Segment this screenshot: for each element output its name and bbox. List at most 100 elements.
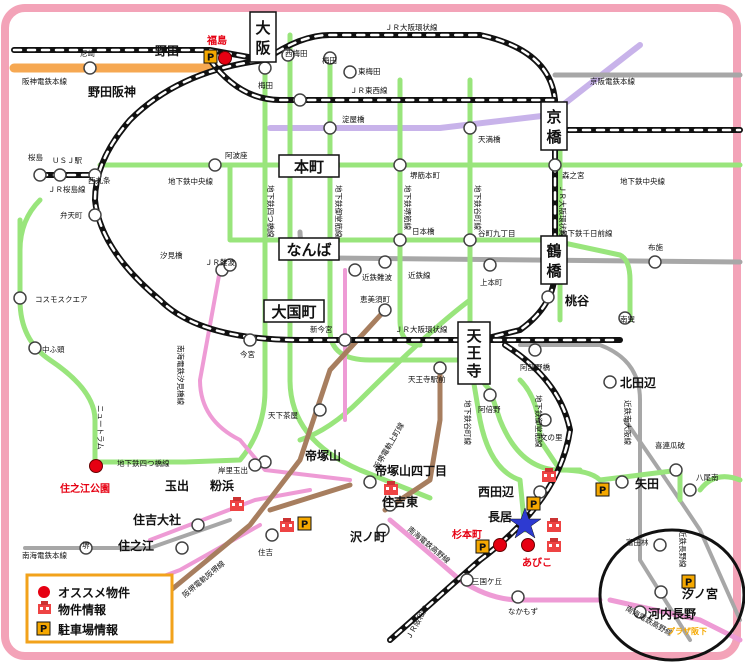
station-bentencho[interactable]: 弁天町: [60, 208, 102, 222]
station-awaza[interactable]: 阿波座: [208, 150, 248, 172]
station-nishitanabe[interactable]: [533, 485, 547, 499]
property-nagai-icon[interactable]: [547, 518, 561, 532]
station-sawanocho[interactable]: [376, 523, 390, 537]
station-tengachaya[interactable]: 天下茶屋: [268, 403, 327, 420]
svg-text:矢田: 矢田: [635, 476, 659, 491]
station-jr-namba[interactable]: ＪＲ難波: [205, 257, 237, 272]
station-yodoyabashi[interactable]: 淀屋橋: [323, 114, 365, 135]
svg-text:長居: 長居: [488, 509, 512, 524]
parking-sumiyoshi-icon[interactable]: P: [297, 516, 312, 531]
station-label: 弁天町: [60, 210, 83, 220]
key-labels: 福島 野田 野田阪神 京橋 桃谷 北田辺 矢田 帝塚山 帝塚山四丁目 西田辺 玉…: [60, 34, 718, 636]
station-shionomiya[interactable]: [654, 585, 668, 599]
station-temmabashi[interactable]: 天満橋: [463, 121, 501, 144]
station-nakafuto[interactable]: 中ふ頭: [28, 341, 65, 355]
label-nankai-main: 南海電鉄本線: [22, 550, 67, 560]
recommended-sugimotocho-dot[interactable]: [493, 538, 507, 552]
recommended-fukushima-dot[interactable]: [218, 51, 232, 65]
station-nishiumeda[interactable]: 西梅田: [281, 48, 308, 62]
property-abiko-icon[interactable]: [547, 538, 561, 552]
hub-daikokucho[interactable]: 大国町: [263, 299, 325, 323]
svg-text:住吉大社: 住吉大社: [133, 512, 181, 527]
station-yao-minami[interactable]: 八尾南: [683, 472, 719, 497]
station-fuminosato[interactable]: 文の里: [538, 413, 563, 442]
hub-tsuruhashi[interactable]: 鶴 橋: [540, 235, 568, 285]
station-tanimachi9[interactable]: 谷町九丁目: [463, 229, 516, 247]
label-jr-keihan: ＪＲ大阪環状線: [558, 185, 568, 238]
station-kishinosatotamade[interactable]: 岸里玉出: [218, 458, 262, 475]
svg-text:住之江公園: 住之江公園: [60, 482, 110, 495]
station-nipponbashi[interactable]: 日本橋: [393, 226, 435, 247]
label-kintetsu-minami: 近鉄南大阪線: [623, 400, 633, 445]
station-momodani[interactable]: [541, 290, 555, 304]
station-yata[interactable]: [615, 475, 629, 489]
hub-kyobashi[interactable]: 京 橋: [540, 101, 568, 151]
station-sukemasu[interactable]: 南巽: [618, 311, 635, 325]
station-kireuriwari[interactable]: 喜連瓜破: [655, 440, 685, 477]
parking-kawachinagano-icon[interactable]: P: [681, 574, 696, 589]
parking-nishitanabe-icon[interactable]: P: [526, 496, 541, 511]
station-ebisucho[interactable]: 恵美須町: [360, 294, 392, 317]
station-kitatanabe[interactable]: [603, 375, 617, 389]
station-higashiumeda[interactable]: 東梅田: [343, 65, 381, 79]
legend-item-0: オススメ物件: [58, 585, 130, 600]
property-tezukayama4-icon[interactable]: [384, 481, 398, 495]
station-label: なかもず: [508, 606, 538, 616]
station-amagasaki[interactable]: 尼崎: [80, 48, 97, 75]
property-kohama-icon[interactable]: [230, 497, 244, 511]
line-pink-shiomi: [198, 268, 352, 482]
station-label: 布施: [648, 242, 663, 252]
station-uehommachi[interactable]: 上本町: [480, 258, 503, 287]
svg-text:プラザ阪下: プラザ阪下: [667, 626, 707, 636]
svg-text:P: P: [685, 578, 692, 589]
station-sumiyoshihigashi[interactable]: [383, 498, 397, 512]
station-kintetsu-line[interactable]: 近鉄線: [378, 255, 431, 280]
station-cosmosquare[interactable]: コスモスクエア: [13, 291, 88, 305]
station-abeno[interactable]: 阿部野橋: [520, 343, 550, 372]
line-brown-uemachi: [382, 367, 443, 513]
hub-tennoji[interactable]: 天 王 寺: [457, 321, 491, 385]
station-nishikujo[interactable]: 西九条: [88, 168, 111, 185]
hub-osaka[interactable]: 大 阪: [249, 11, 277, 63]
svg-text:沢ノ町: 沢ノ町: [350, 529, 386, 544]
svg-text:桃谷: 桃谷: [565, 293, 590, 308]
station-morinomiya[interactable]: 森之宮: [548, 158, 585, 180]
parking-sugimotocho-icon[interactable]: P: [475, 539, 490, 554]
station-sumiyoshitaisha[interactable]: [191, 518, 205, 532]
station-fuse[interactable]: 布施: [648, 242, 663, 269]
station-label: 日本橋: [412, 226, 435, 236]
jr-lines: [11, 32, 743, 643]
station-abeno2[interactable]: 阿倍野: [478, 388, 501, 414]
station-suminoe[interactable]: [175, 541, 189, 555]
legend-building-icon: [38, 601, 51, 614]
station-sakurajima[interactable]: 桜島: [28, 152, 47, 182]
hub-namba[interactable]: なんば: [278, 237, 340, 261]
station-kitashinchi[interactable]: [293, 93, 307, 107]
station-sakai[interactable]: 堺: [79, 540, 93, 555]
station-shin-imamiya[interactable]: 新今宮: [310, 324, 352, 347]
station-nakamozu[interactable]: なかもず: [508, 590, 538, 616]
property-sumiyoshi-icon[interactable]: [280, 518, 294, 532]
line-green-newtram: [17, 217, 98, 469]
station-label: ＪＲ難波: [205, 257, 235, 267]
station-mikunigaoka[interactable]: 三国ケ丘: [460, 573, 502, 587]
label-tanimachi: 地下鉄谷町線: [473, 185, 483, 230]
station-tezukayama4[interactable]: [363, 475, 377, 489]
recommended-suminoekoen-dot[interactable]: [89, 459, 103, 473]
station-usj[interactable]: ＵＳＪ駅: [52, 156, 82, 182]
station-label: 今宮: [240, 349, 255, 359]
parking-fukushima-icon[interactable]: P: [203, 49, 218, 64]
station-kintetsu-namba[interactable]: 近鉄難波: [348, 263, 392, 282]
recommended-abiko-dot[interactable]: [521, 538, 535, 552]
station-kawachinagano[interactable]: [633, 605, 647, 619]
hub-honmachi[interactable]: 本町: [278, 154, 340, 178]
station-sumiyoshi[interactable]: 住吉: [258, 528, 279, 557]
parking-yata-icon[interactable]: P: [595, 482, 610, 497]
station-sakaisuji-honmachi[interactable]: 堺筋本町: [393, 158, 440, 180]
station-tennoji-ekimae[interactable]: 天王寺駅前: [408, 361, 447, 384]
station-tondabayashi[interactable]: 富田林: [626, 537, 667, 552]
property-nishitanabe-icon[interactable]: [542, 468, 556, 482]
svg-text:鶴: 鶴: [546, 242, 561, 260]
station-umeda[interactable]: 梅田: [322, 51, 337, 65]
station-imamiya[interactable]: 今宮: [240, 333, 257, 359]
